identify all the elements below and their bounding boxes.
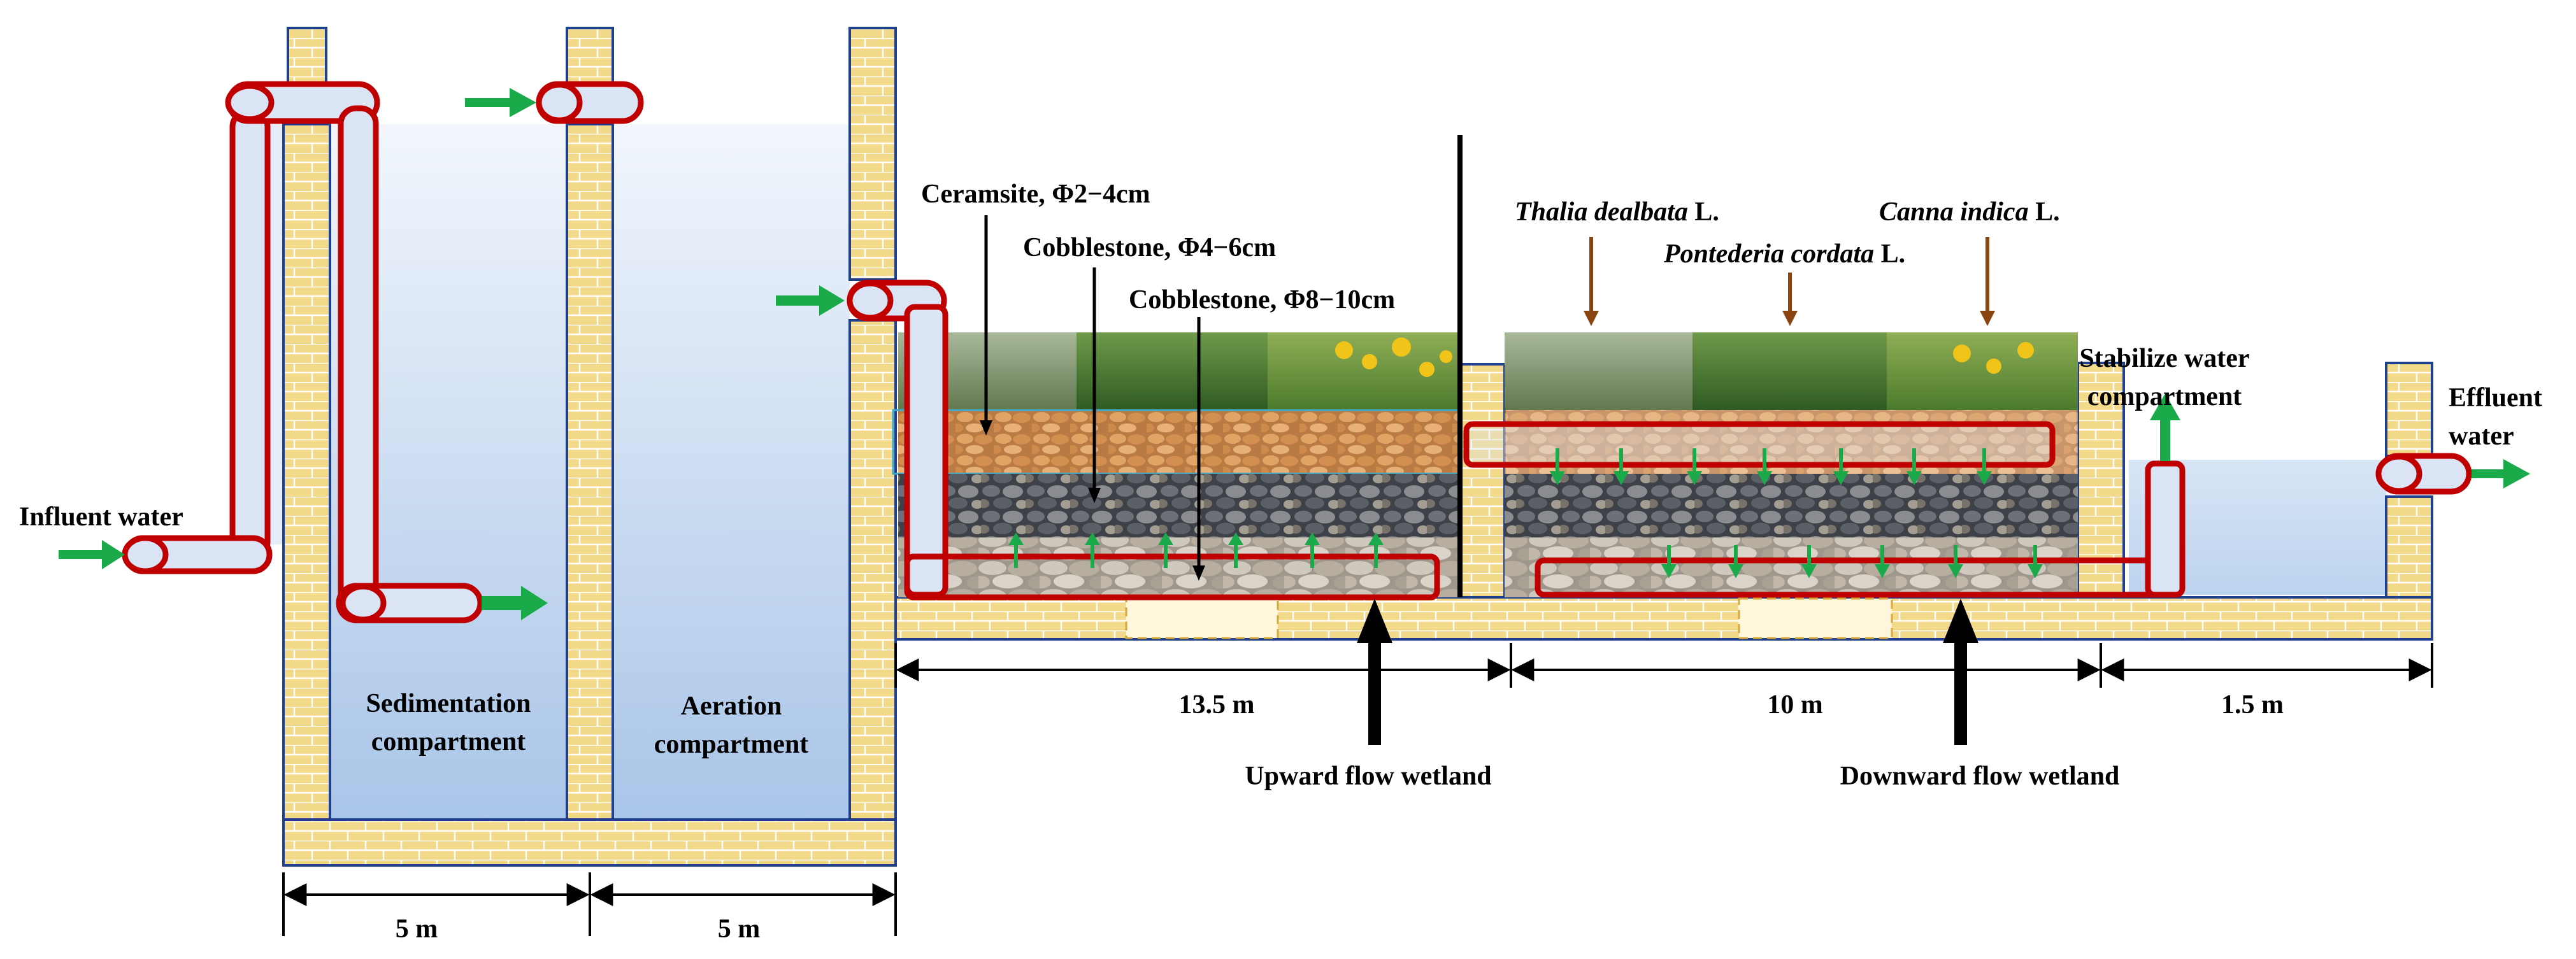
effluent-arrow-icon <box>2472 459 2530 488</box>
stabilize-up-arrow-icon <box>2150 394 2180 461</box>
influent-vertical-pipe <box>229 108 271 560</box>
aeration-label-line1: Aeration <box>681 692 782 721</box>
dim-sedimentation-width: 5 m <box>396 914 438 944</box>
thalia-suffix: L. <box>1688 197 1719 227</box>
outlet-wall-upper <box>2386 363 2432 456</box>
inlet-wall-cap <box>288 28 326 83</box>
tank-base-slab <box>283 820 896 865</box>
media-pointers <box>980 215 1205 581</box>
sedimentation-label-line2: compartment <box>371 727 526 757</box>
upward-plants-2 <box>1077 332 1268 410</box>
sedimentation-outlet-arrow-icon <box>482 586 548 620</box>
wetland-inlet-vertical-pipe <box>904 304 948 598</box>
dim-aeration-width: 5 m <box>718 914 761 944</box>
inlet-wall <box>283 124 330 820</box>
influent-arrow-icon <box>59 540 125 569</box>
middle-wall <box>567 124 613 820</box>
downward-flow-wetland-label: Downward flow wetland <box>1840 762 2120 791</box>
pontederia-label: Pontederia cordata L. <box>1663 239 1905 269</box>
upward-flow-wetland-label: Upward flow wetland <box>1245 762 1491 791</box>
canna-species: Canna indica <box>1879 197 2029 227</box>
aeration-wall-upper <box>850 28 896 280</box>
base-slab-gap-right <box>1738 597 1893 639</box>
wetland-base-slab <box>896 597 2432 639</box>
canna-label: Canna indica L. <box>1879 197 2060 227</box>
dimension-lines <box>282 643 2433 936</box>
downward-flow-arrows-lower <box>1661 545 2043 578</box>
labels: Influent water Sedimentation compartment… <box>19 180 2542 944</box>
aeration-water <box>613 124 850 820</box>
canna-suffix: L. <box>2029 197 2060 227</box>
pipes <box>122 81 2472 623</box>
cobblestone-large-label: Cobblestone, Φ8−10cm <box>1129 285 1395 315</box>
pontederia-suffix: L. <box>1874 239 1905 269</box>
downward-plants-canna <box>1887 332 2078 410</box>
downward-plants-pontederia <box>1692 332 1887 410</box>
outlet-wall-lower <box>2386 497 2432 597</box>
stabilize-label-line1: Stabilize water <box>2079 344 2249 373</box>
stabilize-label-line2: compartment <box>2087 382 2242 411</box>
cobblestone-large-layer <box>898 537 1459 597</box>
stabilize-riser-pipe <box>2145 460 2186 598</box>
sedimentation-vertical-pipe <box>338 105 379 614</box>
sedimentation-label-line1: Sedimentation <box>366 689 531 718</box>
plant-pointers <box>1584 237 1995 326</box>
dim-stabilize-length: 1.5 m <box>2221 690 2284 720</box>
middle-wall-cap <box>567 28 613 83</box>
dim-upward-wetland-length: 13.5 m <box>1179 690 1255 720</box>
aeration-label-line2: compartment <box>654 730 809 759</box>
influent-water-label: Influent water <box>19 502 183 532</box>
effluent-label-line1: Effluent <box>2449 383 2542 413</box>
cobblestone-small-label: Cobblestone, Φ4−6cm <box>1023 233 1276 262</box>
ceramsite-layer <box>898 410 1459 474</box>
wetland-inlet-arrow-icon <box>776 285 845 316</box>
aeration-wall-lower <box>850 320 896 820</box>
thalia-species: Thalia dealbata <box>1515 197 1688 227</box>
upward-distribution-pipe <box>904 553 1440 600</box>
aeration-inlet-arrow-icon <box>465 88 536 117</box>
downward-cobblestone-small-layer <box>1505 474 2078 537</box>
downward-cobblestone-large-layer <box>1505 537 2078 597</box>
ceramsite-label: Ceramsite, Φ2−4cm <box>921 180 1150 209</box>
transfer-pipe <box>1463 421 2056 468</box>
cobblestone-small-layer <box>898 474 1459 537</box>
pontederia-species: Pontederia cordata <box>1663 239 1874 269</box>
yellow-flowers <box>1335 337 1452 377</box>
downward-flow-arrows-upper <box>1550 448 1992 485</box>
dim-downward-wetland-length: 10 m <box>1767 690 1823 720</box>
thalia-label: Thalia dealbata L. <box>1515 197 1719 227</box>
upward-flow-arrows <box>1008 532 1384 568</box>
upward-wetland-media <box>892 332 1460 597</box>
canna-flowers <box>1953 342 2034 374</box>
flow-arrows <box>59 88 2530 620</box>
base-slab-gap-left <box>1125 597 1279 639</box>
downward-plants-thalia <box>1505 332 1692 410</box>
effluent-label-line2: water <box>2449 422 2514 451</box>
wetland-divider-wall <box>1459 364 1505 597</box>
